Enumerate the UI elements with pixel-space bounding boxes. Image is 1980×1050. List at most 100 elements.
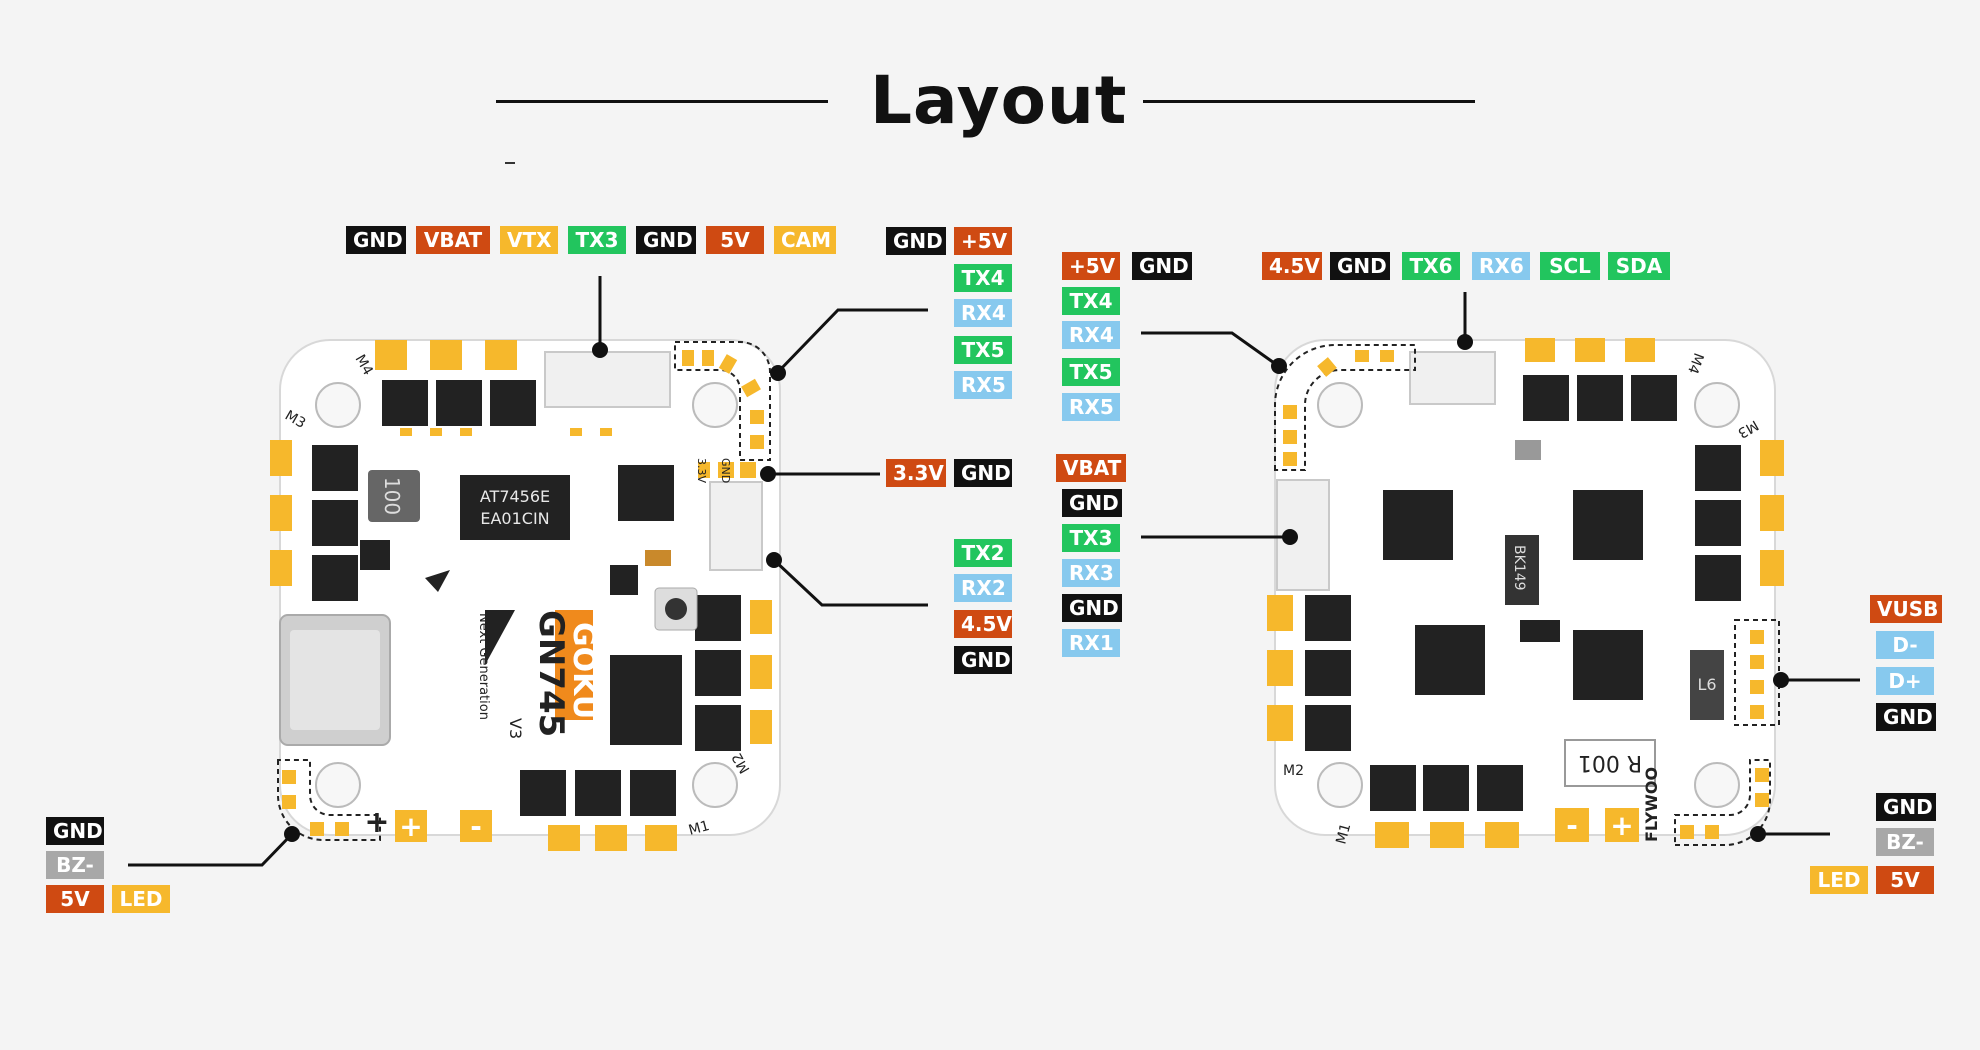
right-mosfet xyxy=(1695,500,1741,546)
left-logo-box xyxy=(555,610,593,720)
left-pad xyxy=(270,440,292,476)
right-pad xyxy=(1760,550,1784,586)
label-right-top-sda: SDA xyxy=(1608,252,1670,280)
left-mosfet xyxy=(312,445,358,491)
title-line-right xyxy=(1143,100,1475,103)
left-mosfet xyxy=(520,770,566,816)
right-mosfet xyxy=(1695,555,1741,601)
left-arrow-logo xyxy=(425,570,450,592)
label-right-top-45v: 4.5V xyxy=(1262,252,1322,280)
right-diode xyxy=(1690,650,1724,720)
right-pad-dplus xyxy=(1750,680,1764,694)
left-osd-chip xyxy=(460,475,570,540)
label-left-45v: 4.5V xyxy=(954,610,1012,638)
label-left-top-cam: CAM xyxy=(774,226,836,254)
left-plus-sign-outer: + xyxy=(364,805,389,840)
label-right-tx5: TX5 xyxy=(1062,358,1120,386)
left-mount-hole-tr xyxy=(692,382,738,428)
right-pad xyxy=(1375,822,1409,848)
right-esc-chip xyxy=(1573,630,1643,700)
left-mosfet xyxy=(695,650,741,696)
right-dashed-group-tl xyxy=(1274,344,1416,471)
right-top-connector xyxy=(1409,351,1496,405)
left-smd xyxy=(460,428,472,436)
label-right-tx4: TX4 xyxy=(1062,287,1120,315)
right-bk-chip xyxy=(1505,535,1539,605)
left-flash-chip xyxy=(610,655,682,745)
right-pad-gnd xyxy=(1750,705,1764,719)
left-pad xyxy=(310,822,324,836)
right-pad xyxy=(1705,825,1719,839)
right-motor-m2: M2 xyxy=(1283,763,1304,779)
left-plus-sign: + xyxy=(399,810,422,843)
left-mcu xyxy=(618,465,674,521)
right-esc-chip xyxy=(1415,625,1485,695)
right-mosfet xyxy=(1305,705,1351,751)
label-left-top-vtx: VTX xyxy=(500,226,558,254)
right-dashed-group-br xyxy=(1674,759,1771,846)
left-mosfet xyxy=(695,595,741,641)
left-pad xyxy=(702,350,714,366)
left-mosfet xyxy=(436,380,482,426)
left-pad xyxy=(595,825,627,851)
label-left-5v: 5V xyxy=(46,885,104,913)
left-pad xyxy=(430,340,462,370)
label-right-usb-gnd: GND xyxy=(1876,703,1936,731)
right-mosfet xyxy=(1423,765,1469,811)
left-mount-hole-bl xyxy=(315,762,361,808)
right-pad xyxy=(1283,452,1297,466)
right-mount-hole xyxy=(1694,762,1740,808)
right-mosfet xyxy=(1477,765,1523,811)
right-pad xyxy=(1283,430,1297,444)
label-left-rx2: RX2 xyxy=(954,574,1012,602)
right-pad xyxy=(1267,705,1293,741)
left-inductor-label: 100 xyxy=(380,477,404,515)
left-pad xyxy=(750,435,764,449)
right-pad xyxy=(1625,338,1655,362)
right-pad xyxy=(1680,825,1694,839)
left-boot-button-dot xyxy=(665,598,687,620)
label-left-rx4: RX4 xyxy=(954,299,1012,327)
label-left-33v: 3.3V xyxy=(886,459,946,487)
right-mosfet xyxy=(1370,765,1416,811)
right-pad-dminus xyxy=(1750,655,1764,669)
left-mosfet xyxy=(312,500,358,546)
right-pad xyxy=(1755,793,1769,807)
right-mosfet xyxy=(1305,650,1351,696)
left-power-pad-minus xyxy=(460,810,492,842)
right-mosfet xyxy=(1577,375,1623,421)
label-left-tx4: TX4 xyxy=(954,264,1012,292)
label-right-led: LED xyxy=(1810,866,1868,894)
right-pad-vusb xyxy=(1750,630,1764,644)
left-top-connector xyxy=(544,351,671,408)
label-right-top-gnd: GND xyxy=(1330,252,1390,280)
label-right-rx1: RX1 xyxy=(1062,629,1120,657)
left-pad xyxy=(335,822,349,836)
left-stripe-logo xyxy=(485,610,515,665)
label-right-uart45-5v: +5V xyxy=(1062,252,1120,280)
right-small-ic xyxy=(1520,620,1560,642)
label-left-top-tx3: TX3 xyxy=(568,226,626,254)
label-left-tx5: TX5 xyxy=(954,336,1012,364)
left-pad xyxy=(750,600,772,634)
label-right-dminus: D- xyxy=(1876,631,1934,659)
label-right-rx4: RX4 xyxy=(1062,321,1120,349)
label-left-top-gnd2: GND xyxy=(636,226,696,254)
label-left-top-gnd: GND xyxy=(346,226,406,254)
label-left-tr-5v: +5V xyxy=(954,227,1012,255)
right-board: BK149 L6 R 001 - + FLYWOO M1 M2 M3 M4 xyxy=(1267,338,1784,848)
left-mosfet xyxy=(490,380,536,426)
right-pad xyxy=(1575,338,1605,362)
right-resistor xyxy=(1564,739,1656,787)
title-underline-mark xyxy=(505,162,515,164)
left-usb-c-inner xyxy=(290,630,380,730)
label-left-tx2: TX2 xyxy=(954,539,1012,567)
label-right-rx5: RX5 xyxy=(1062,393,1120,421)
label-left-bz-gnd: GND xyxy=(46,817,104,845)
label-right-5v: 5V xyxy=(1876,866,1934,894)
left-pad xyxy=(270,495,292,531)
label-right-side-gnd: GND xyxy=(1062,489,1122,517)
left-cap xyxy=(645,550,671,566)
title-line-left xyxy=(496,100,828,103)
